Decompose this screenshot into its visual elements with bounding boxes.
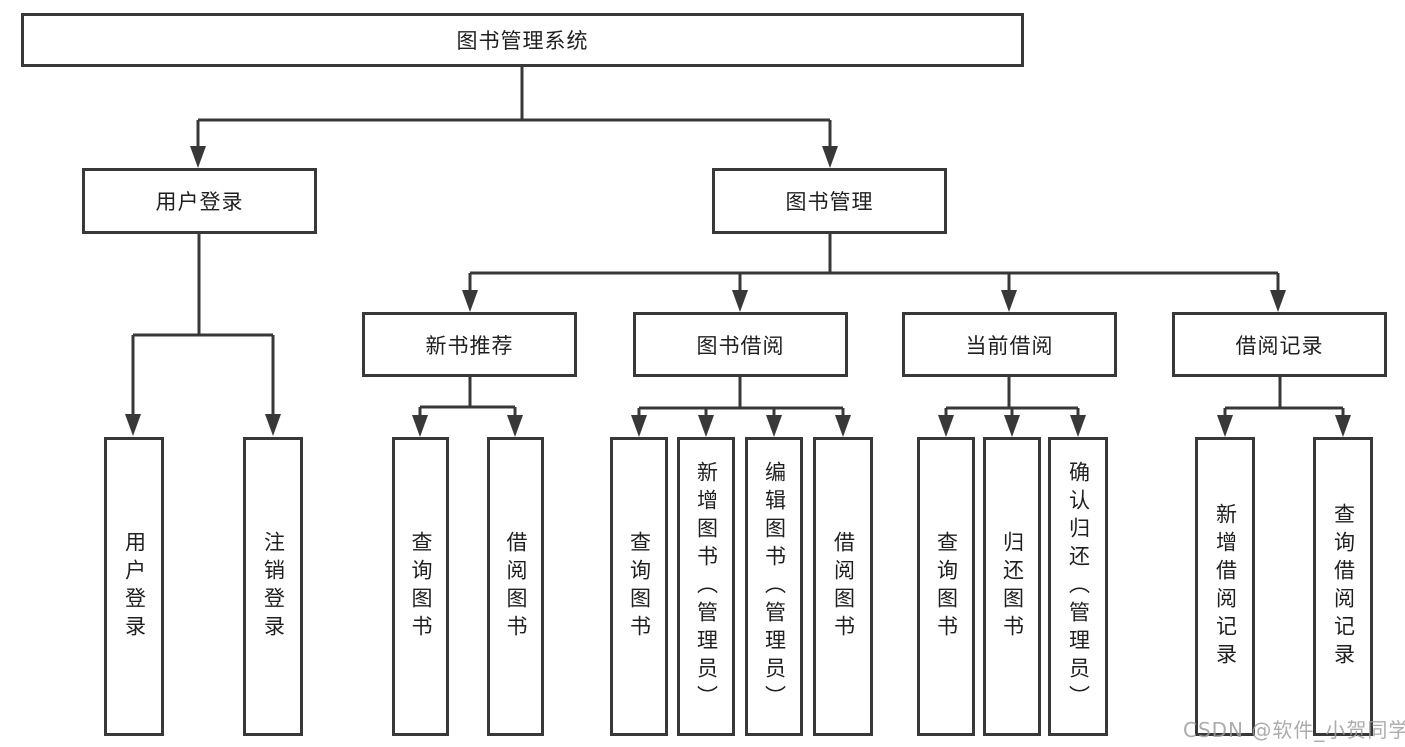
leaf-current-return-books: 归还图书 — [983, 437, 1041, 736]
node-new-book-recommend-label: 新书推荐 — [425, 333, 514, 358]
leaf-logout-login: 注销登录 — [243, 437, 303, 736]
node-borrow-records-label: 借阅记录 — [1235, 333, 1324, 358]
leaf-borrow-query-books-label: 查询图书 — [627, 530, 652, 643]
node-book-management: 图书管理 — [712, 168, 947, 234]
leaf-borrow-query-books: 查询图书 — [610, 437, 668, 736]
node-root: 图书管理系统 — [21, 13, 1024, 67]
leaf-current-query-books-label: 查询图书 — [934, 530, 959, 643]
leaf-borrow-borrow-books-label: 借阅图书 — [831, 530, 856, 643]
leaf-current-return-books-label: 归还图书 — [1000, 530, 1025, 643]
node-current-borrow: 当前借阅 — [902, 312, 1117, 377]
leaf-user-login-label: 用户登录 — [122, 530, 147, 643]
leaf-borrow-edit-books-admin: 编辑图书（管理员） — [745, 437, 803, 736]
leaf-current-query-books: 查询图书 — [917, 437, 975, 736]
leaf-recommend-borrow-books-label: 借阅图书 — [504, 530, 528, 643]
node-user-login: 用户登录 — [82, 168, 317, 234]
leaf-records-query-record-label: 查询借阅记录 — [1331, 502, 1356, 671]
leaf-logout-login-label: 注销登录 — [261, 530, 286, 643]
leaf-current-confirm-return-admin-label: 确认归还（管理员） — [1066, 460, 1091, 713]
node-root-label: 图书管理系统 — [456, 29, 589, 53]
leaf-borrow-add-books-admin: 新增图书（管理员） — [677, 437, 735, 736]
arrowheads — [125, 146, 1351, 437]
node-user-login-label: 用户登录 — [155, 190, 244, 214]
leaf-recommend-borrow-books: 借阅图书 — [487, 437, 544, 736]
node-new-book-recommend: 新书推荐 — [362, 312, 577, 377]
leaf-current-confirm-return-admin: 确认归还（管理员） — [1048, 437, 1108, 736]
leaf-borrow-borrow-books: 借阅图书 — [813, 437, 873, 736]
leaf-recommend-query-books: 查询图书 — [392, 437, 449, 736]
node-book-management-label: 图书管理 — [785, 190, 874, 214]
node-book-borrow: 图书借阅 — [633, 312, 848, 377]
leaf-borrow-edit-books-admin-label: 编辑图书（管理员） — [762, 460, 787, 713]
leaf-records-query-record: 查询借阅记录 — [1313, 437, 1373, 736]
node-book-borrow-label: 图书借阅 — [696, 333, 785, 358]
node-borrow-records: 借阅记录 — [1172, 312, 1387, 377]
leaf-records-add-record-label: 新增借阅记录 — [1213, 502, 1238, 671]
leaf-recommend-query-books-label: 查询图书 — [409, 530, 433, 643]
leaf-records-add-record: 新增借阅记录 — [1195, 437, 1255, 736]
leaf-borrow-add-books-admin-label: 新增图书（管理员） — [694, 460, 719, 713]
node-current-borrow-label: 当前借阅 — [965, 333, 1054, 358]
leaf-user-login: 用户登录 — [104, 437, 164, 736]
